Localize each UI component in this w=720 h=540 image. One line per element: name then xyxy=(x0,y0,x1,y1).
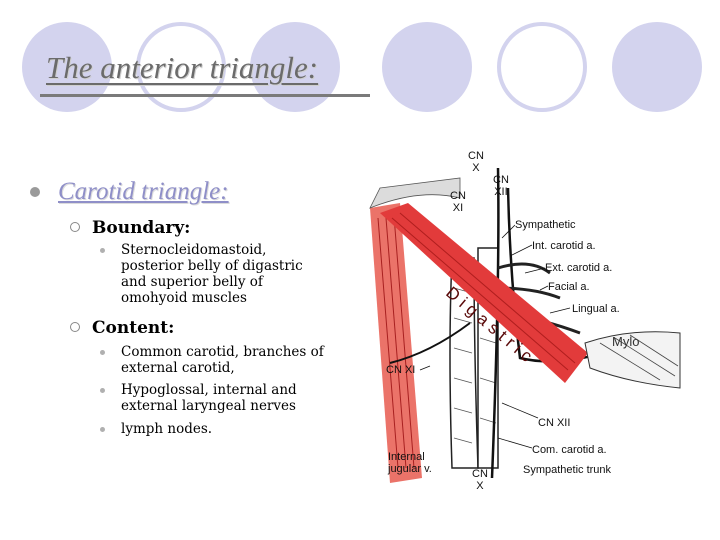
label-sympathetic: Sympathetic xyxy=(515,219,576,231)
diagram-illustration xyxy=(369,167,681,483)
boundary-heading: Boundary: xyxy=(92,218,191,238)
label-com-carotid: Com. carotid a. xyxy=(532,444,607,456)
ring-bullet-icon xyxy=(70,321,80,332)
title-rule xyxy=(40,94,370,97)
bullet-dot-icon xyxy=(30,186,40,197)
content-heading-row: Content: xyxy=(70,318,174,338)
label-internal-jugular: Internal jugular v. xyxy=(388,451,432,475)
decor-circle-4 xyxy=(382,22,472,112)
bullet-carotid-triangle: Carotid triangle: xyxy=(30,178,229,206)
content-item-text: lymph nodes. xyxy=(121,421,213,437)
content-item-text: Common carotid, branches of external car… xyxy=(121,344,324,376)
label-cn-xi-top: CN XI xyxy=(450,190,466,214)
decor-circle-3 xyxy=(250,22,340,112)
label-mylo: Mylo xyxy=(612,334,640,349)
boundary-heading-row: Boundary: xyxy=(70,218,190,238)
label-int-carotid: Int. carotid a. xyxy=(532,240,596,252)
small-bullet-icon xyxy=(100,248,105,253)
label-facial: Facial a. xyxy=(548,281,590,293)
label-lingual: Lingual a. xyxy=(572,303,620,315)
carotid-triangle-diagram: CN X CN XII CN XI Sympathetic Int. carot… xyxy=(360,148,700,493)
decor-circle-2 xyxy=(136,22,226,112)
carotid-triangle-link[interactable]: Carotid triangle: xyxy=(58,178,229,205)
label-cn-xii-top: CN XII xyxy=(493,174,509,198)
label-cn-x-top: CN X xyxy=(468,150,484,174)
label-cn-x-bottom: CN X xyxy=(472,468,488,492)
label-ext-carotid: Ext. carotid a. xyxy=(545,262,613,274)
boundary-item-text: Sternocleidomastoid, posterior belly of … xyxy=(121,242,303,306)
small-bullet-icon xyxy=(100,388,105,393)
label-cn-xi-left: CN XI xyxy=(386,364,416,376)
page-title: The anterior triangle: xyxy=(46,50,319,85)
decor-circle-6 xyxy=(612,22,702,112)
content-heading: Content: xyxy=(92,318,175,338)
small-bullet-icon xyxy=(100,427,105,432)
label-sympathetic-trunk: Sympathetic trunk xyxy=(523,464,612,476)
decor-circle-1 xyxy=(22,22,112,112)
ring-bullet-icon xyxy=(70,221,80,232)
label-cn-xii-bottom: CN XII xyxy=(538,417,571,429)
decor-circle-5 xyxy=(497,22,587,112)
small-bullet-icon xyxy=(100,350,105,355)
content-item-text: Hypoglossal, internal and external laryn… xyxy=(121,382,297,414)
